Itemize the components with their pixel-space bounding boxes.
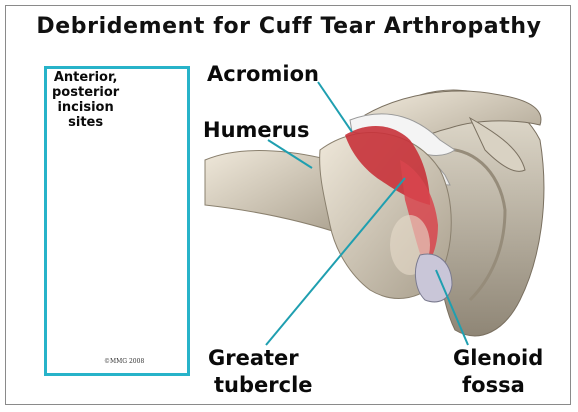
pointer-acromion — [318, 82, 352, 132]
humerus-label: Humerus — [203, 118, 309, 142]
figure-title: Debridement for Cuff Tear Arthropathy — [0, 14, 578, 39]
incision-label-line: Anterior, — [52, 70, 119, 85]
greater-tubercle-label-line2: tubercle — [214, 373, 313, 397]
incision-label-line: posterior — [52, 85, 119, 100]
glenoid-fossa-label-line2: fossa — [462, 373, 525, 397]
copyright-text: ©MMG 2008 — [104, 358, 144, 365]
incision-label-line: sites — [52, 115, 119, 130]
acromion-label: Acromion — [207, 62, 319, 86]
incision-label-line: incision — [52, 100, 119, 115]
humerus-illustration — [205, 126, 451, 298]
incision-label: Anterior, posterior incision sites — [52, 70, 119, 130]
greater-tubercle-label-line1: Greater — [208, 346, 299, 370]
glenoid-fossa-label-line1: Glenoid — [453, 346, 543, 370]
